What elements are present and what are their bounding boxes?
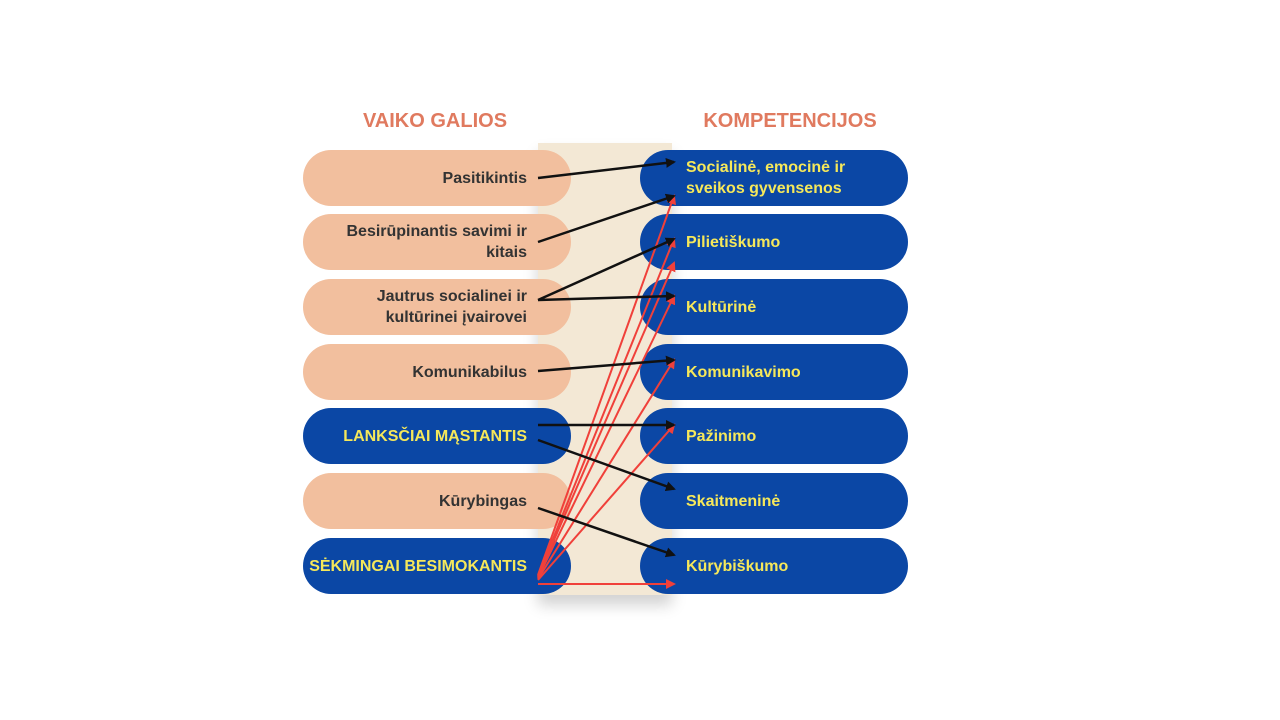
- strength-label: Besirūpinantis savimi ir kitais: [346, 223, 527, 261]
- competency-pill-socialine: Socialinė, emocinė ir sveikos gyvensenos: [640, 150, 908, 206]
- competency-pill-pilietiskumo: Pilietiškumo: [640, 214, 908, 270]
- competency-label: Komunikavimo: [686, 363, 801, 381]
- competency-label: Kultūrinė: [686, 298, 757, 316]
- strength-pill-komunikabilus: Komunikabilus: [303, 344, 571, 400]
- competency-label: Skaitmeninė: [686, 492, 781, 510]
- strength-label: Komunikabilus: [412, 363, 527, 381]
- strength-label: SĖKMINGAI BESIMOKANTIS: [309, 557, 527, 575]
- competencies-heading: KOMPETENCIJOS: [703, 110, 877, 132]
- strength-pill-pasitikintis: Pasitikintis: [303, 150, 571, 206]
- strength-pill-jautrus: Jautrus socialinei ir kultūrinei įvairov…: [303, 279, 571, 335]
- strength-label: Jautrus socialinei ir kultūrinei įvairov…: [376, 288, 527, 326]
- competency-pill-kurybiskumo: Kūrybiškumo: [640, 538, 908, 594]
- competency-pill-skaitmenine: Skaitmeninė: [640, 473, 908, 529]
- competency-pill-kulturine: Kultūrinė: [640, 279, 908, 335]
- strength-pill-besirupinantis: Besirūpinantis savimi ir kitais: [303, 214, 571, 270]
- competency-pill-komunikavimo: Komunikavimo: [640, 344, 908, 400]
- competency-label: Pilietiškumo: [686, 233, 781, 251]
- competency-pill-pazinimo: Pažinimo: [640, 408, 908, 464]
- strength-pill-lanksciai-mastantis: LANKSČIAI MĄSTANTIS: [303, 408, 571, 464]
- competency-label: Kūrybiškumo: [686, 557, 789, 575]
- competency-label: Socialinė, emocinė ir sveikos gyvensenos: [686, 159, 846, 197]
- strength-label: LANKSČIAI MĄSTANTIS: [343, 427, 527, 445]
- strengths-heading: VAIKO GALIOS: [362, 110, 508, 132]
- competency-label: Pažinimo: [686, 427, 757, 445]
- strength-pill-sekmingai-besimokantis: SĖKMINGAI BESIMOKANTIS: [303, 538, 571, 594]
- strength-label: Pasitikintis: [442, 169, 527, 187]
- strength-label: Kūrybingas: [438, 492, 527, 510]
- strength-pill-kurybingas: Kūrybingas: [303, 473, 571, 529]
